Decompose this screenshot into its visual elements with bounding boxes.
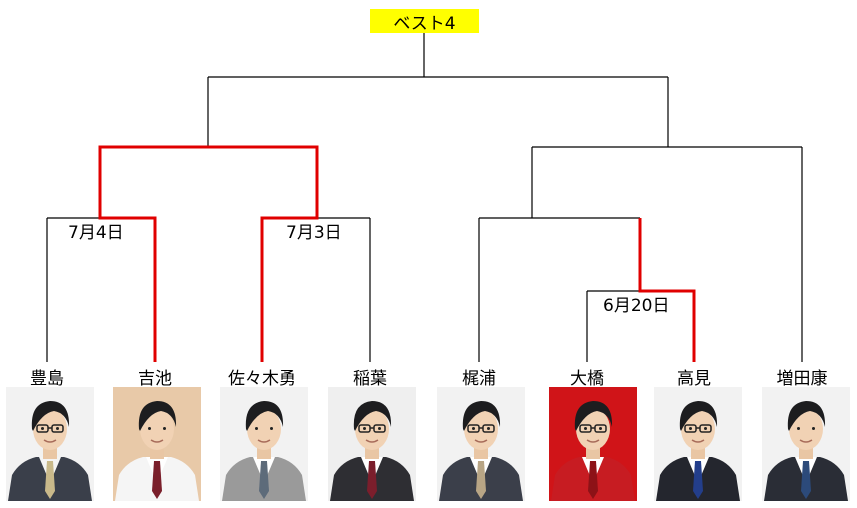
eye-right — [487, 427, 490, 430]
best4-title: ベスト4 — [370, 9, 479, 34]
eye-left — [797, 427, 800, 430]
player-photo — [549, 387, 637, 501]
player-photo — [762, 387, 850, 501]
player-photo — [220, 387, 308, 501]
player-name: 佐々木勇 — [228, 369, 296, 389]
player-name: 高見 — [677, 369, 711, 389]
mouth — [150, 439, 164, 443]
eye-left — [41, 427, 44, 430]
tie — [801, 461, 811, 499]
face — [789, 408, 823, 450]
face — [464, 408, 498, 450]
tie — [152, 461, 162, 499]
face — [140, 408, 174, 450]
hair — [353, 401, 392, 431]
face — [355, 408, 389, 450]
eye-left — [363, 427, 366, 430]
match-date-label: 7月3日 — [284, 222, 344, 244]
tie — [45, 461, 55, 499]
eye-right — [812, 427, 815, 430]
player-name: 稲葉 — [353, 369, 387, 389]
tie — [476, 461, 486, 499]
eye-right — [704, 427, 707, 430]
tie — [693, 461, 703, 499]
player-name: 梶浦 — [462, 369, 496, 389]
hair — [245, 401, 284, 431]
winner-path-takami — [638, 218, 696, 362]
eye-left — [148, 427, 151, 430]
eye-right — [599, 427, 602, 430]
hair — [31, 401, 70, 431]
hair — [679, 401, 718, 431]
eye-right — [378, 427, 381, 430]
mouth — [586, 439, 600, 443]
eye-left — [689, 427, 692, 430]
hair — [138, 401, 177, 431]
mouth — [691, 439, 705, 443]
mouth — [474, 439, 488, 443]
player-photo — [113, 387, 201, 501]
mouth — [365, 439, 379, 443]
face — [33, 408, 67, 450]
player-photo — [6, 387, 94, 501]
player-name: 豊島 — [30, 369, 64, 389]
eye-left — [472, 427, 475, 430]
face — [681, 408, 715, 450]
player-photo — [437, 387, 525, 501]
mouth — [257, 439, 271, 443]
hair — [787, 401, 826, 431]
match-date-label: 6月20日 — [601, 295, 672, 317]
tie — [367, 461, 377, 499]
winner-path-yoshiike — [98, 145, 208, 362]
face — [576, 408, 610, 450]
tie — [259, 461, 269, 499]
hair — [462, 401, 501, 431]
mouth — [799, 439, 813, 443]
player-name: 吉池 — [138, 369, 172, 389]
face — [247, 408, 281, 450]
eye-left — [255, 427, 258, 430]
eye-right — [163, 427, 166, 430]
player-name: 増田康 — [776, 369, 828, 389]
tie — [588, 461, 598, 499]
eye-right — [56, 427, 59, 430]
mouth — [43, 439, 57, 443]
hair — [574, 401, 613, 431]
eye-left — [584, 427, 587, 430]
player-name: 大橋 — [570, 369, 604, 389]
match-date-label: 7月4日 — [66, 222, 126, 244]
eye-right — [270, 427, 273, 430]
player-photo — [654, 387, 742, 501]
winner-path-sasaki — [208, 145, 319, 362]
player-photo — [328, 387, 416, 501]
